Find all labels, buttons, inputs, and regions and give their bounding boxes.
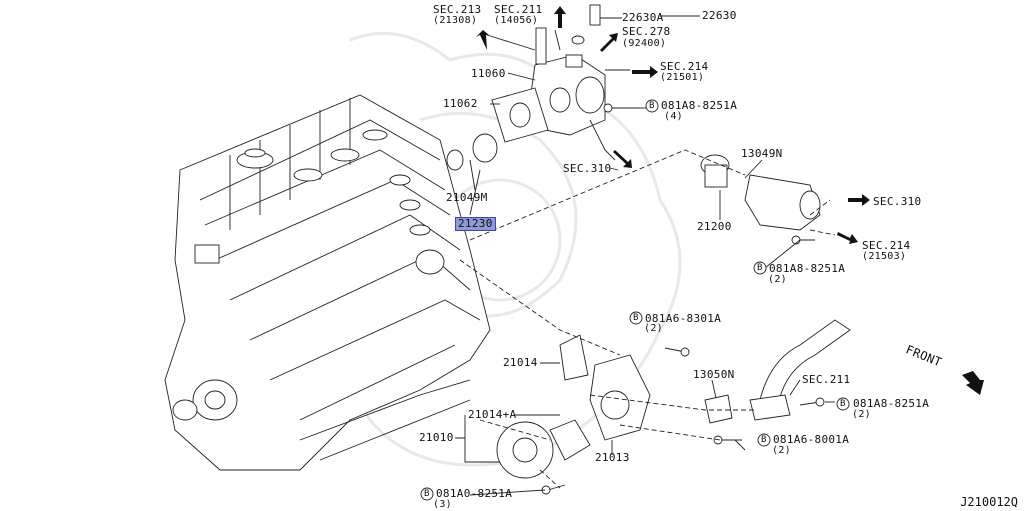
leader-dashes	[459, 149, 836, 489]
bolt-symbols	[420, 99, 850, 501]
bolt-symbol-b: B	[633, 313, 639, 323]
label-bolt-081a6-8001a-qty: (2)	[772, 445, 791, 456]
bolt-symbol-b: B	[757, 263, 763, 273]
label-bolt-081a6-8301a[interactable]: 081A6-8301A	[645, 312, 722, 325]
label-bolt-081a0-8251a[interactable]: 081A0-8251A	[436, 487, 513, 500]
gasket-13050n	[704, 394, 733, 424]
label-21014[interactable]: 21014	[503, 356, 538, 369]
label-sec214-a-code: (21501)	[660, 72, 705, 83]
label-sec213[interactable]: SEC.213	[433, 3, 482, 16]
label-sec211-top[interactable]: SEC.211	[494, 3, 543, 16]
arrow-front	[962, 371, 984, 395]
diagram-reference-code: J210012Q	[960, 495, 1018, 509]
direction-arrows	[476, 6, 984, 395]
label-bolt-081a8-mid[interactable]: 081A8-8251A	[769, 262, 846, 275]
label-sec214-b-code: (21503)	[862, 251, 907, 262]
thermostat-21200	[700, 154, 821, 231]
water-pipe-sec211	[749, 319, 851, 421]
label-bolt-081a8-low-qty: (2)	[852, 409, 871, 420]
bolt-symbol-b: B	[761, 435, 767, 445]
label-sec278[interactable]: SEC.278	[622, 25, 671, 38]
label-bolt-081a8-low[interactable]: 081A8-8251A	[853, 397, 930, 410]
arrow-sec211-top	[554, 6, 566, 28]
water-pump-21010	[496, 419, 591, 479]
gasket-21014	[559, 334, 589, 381]
label-21013[interactable]: 21013	[595, 451, 630, 464]
label-sec214-a[interactable]: SEC.214	[660, 60, 709, 73]
label-bolt-081a8-mid-qty: (2)	[768, 274, 787, 285]
leader-lines	[455, 15, 835, 496]
bolt-symbol-b: B	[649, 101, 655, 111]
label-sec278-code: (92400)	[622, 38, 667, 49]
label-sec211-bottom[interactable]: SEC.211	[802, 373, 851, 386]
thermostat-21230	[446, 133, 498, 171]
label-21200[interactable]: 21200	[697, 220, 732, 233]
sensor-22630	[571, 4, 601, 45]
label-bolt-081a0-8251a-qty: (3)	[433, 499, 452, 510]
label-21014a[interactable]: 21014+A	[468, 408, 517, 421]
bolts	[541, 103, 825, 495]
label-sec310-right[interactable]: SEC.310	[873, 195, 922, 208]
label-sec214-b[interactable]: SEC.214	[862, 239, 911, 252]
label-sec213-code: (21308)	[433, 15, 478, 26]
pump-housing-21013	[589, 354, 651, 441]
label-22630[interactable]: 22630	[702, 9, 737, 22]
engine-block	[164, 94, 491, 471]
arrow-sec310-mid	[613, 150, 632, 168]
label-sec211-top-code: (14056)	[494, 15, 539, 26]
label-11062[interactable]: 11062	[443, 97, 478, 110]
label-13050n[interactable]: 13050N	[693, 368, 735, 381]
arrow-sec214-a	[632, 66, 658, 78]
gasket-11062	[491, 87, 549, 143]
label-bolt-081a6-8001a[interactable]: 081A6-8001A	[773, 433, 850, 446]
label-21049m[interactable]: 21049M	[446, 191, 488, 204]
label-bolt-081a8-top[interactable]: 081A8-8251A	[661, 99, 738, 112]
arrow-sec213	[476, 30, 489, 50]
arrow-sec214-b	[837, 232, 858, 244]
label-sec310-mid[interactable]: SEC.310	[563, 162, 612, 175]
bolt-symbol-b: B	[840, 399, 846, 409]
label-21230-highlighted[interactable]: 21230	[455, 217, 496, 231]
label-13049n[interactable]: 13049N	[741, 147, 783, 160]
label-bolt-081a8-top-qty: (4)	[664, 111, 683, 122]
label-11060[interactable]: 11060	[471, 67, 506, 80]
arrow-sec310-right	[848, 194, 870, 206]
label-21010[interactable]: 21010	[419, 431, 454, 444]
label-22630a[interactable]: 22630A	[622, 11, 664, 24]
arrow-sec278	[600, 33, 618, 52]
thermostat-housing-11060	[529, 27, 616, 161]
bolt-symbol-b: B	[424, 489, 430, 499]
label-bolt-081a6-8301a-qty: (2)	[644, 323, 663, 334]
